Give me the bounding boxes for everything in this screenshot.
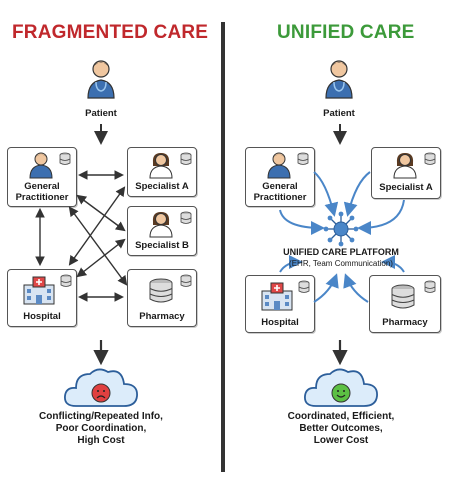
left-specialist-b-node: Specialist B (127, 206, 197, 256)
left-hospital-node: Hospital (7, 269, 77, 327)
database-icon (59, 152, 71, 165)
pharmacy-database-icon (149, 278, 173, 303)
left-specialist-a-label: Specialist A (135, 181, 189, 192)
database-icon (297, 152, 309, 165)
hospital-hub-loop-arrow (279, 255, 303, 273)
platform-title: UNIFIED CARE PLATFORM (283, 247, 399, 257)
right-outcome-line-1: Coordinated, Efficient, (287, 411, 395, 422)
right-hospital-label: Hospital (261, 317, 299, 328)
left-specialist-b-label: Specialist B (135, 240, 189, 251)
left-outcome-line-1: Conflicting/Repeated Info, (39, 411, 163, 422)
database-icon (424, 280, 436, 293)
right-patient-label: Patient (323, 108, 355, 119)
left-pharmacy-node: Pharmacy (127, 269, 197, 327)
left-patient-label: Patient (85, 108, 117, 119)
pharmacy-to-hub-arrow (343, 273, 369, 303)
database-icon (424, 152, 436, 165)
right-outcome-line-3: Lower Cost (313, 435, 369, 446)
specialist-hub-loop-arrow (357, 199, 405, 235)
female-doctor-icon (149, 212, 173, 238)
database-icon (180, 274, 192, 287)
sad-cloud-icon (64, 368, 138, 407)
left-hospital-label: Hospital (23, 311, 61, 322)
female-doctor-icon (149, 153, 173, 179)
right-pharmacy-node: Pharmacy (369, 275, 441, 333)
section-divider (221, 22, 225, 472)
specialist-to-hub-arrow (343, 171, 371, 217)
happy-cloud-icon (304, 368, 378, 407)
unified-care-title: UNIFIED CARE (277, 22, 415, 43)
right-specialist-a-label: Specialist A (379, 182, 433, 193)
left-pharmacy-label: Pharmacy (139, 311, 185, 322)
pharmacy-database-icon (391, 284, 415, 309)
doctor-icon (267, 152, 291, 179)
right-gp-node: General Practitioner (245, 147, 315, 207)
database-icon (298, 280, 310, 293)
right-specialist-a-node: Specialist A (371, 147, 441, 199)
right-outcome-line-2: Better Outcomes, (299, 423, 383, 434)
hospital-icon (261, 282, 293, 311)
platform-subtitle: (EHR, Team Communication) (289, 259, 393, 268)
right-pharmacy-label: Pharmacy (382, 317, 428, 328)
pharmacy-hub-loop-arrow (381, 255, 405, 273)
hospital-to-hub-arrow (313, 273, 339, 303)
female-doctor-icon (393, 153, 417, 179)
left-gp-label-1: General (24, 181, 60, 192)
database-icon (180, 152, 192, 165)
left-outcome-line-3: High Cost (77, 435, 125, 446)
right-hospital-node: Hospital (245, 275, 315, 333)
database-icon (60, 274, 72, 287)
hospital-icon (23, 276, 55, 305)
left-outcome-line-2: Poor Coordination, (55, 423, 147, 434)
right-gp-label-2: Practitioner (253, 192, 307, 203)
database-icon (180, 211, 192, 224)
platform-hub-icon (323, 211, 359, 247)
left-gp-node: General Practitioner (7, 147, 77, 207)
fragmented-care-title: FRAGMENTED CARE (12, 22, 209, 43)
gp-to-hub-arrow (313, 171, 339, 217)
left-specialist-a-node: Specialist A (127, 147, 197, 197)
left-gp-label-2: Practitioner (15, 192, 69, 203)
gp-hub-loop-arrow (279, 209, 325, 235)
patient-icon (325, 60, 353, 99)
right-gp-label-1: General (262, 181, 298, 192)
patient-icon (87, 60, 115, 99)
doctor-icon (29, 152, 53, 179)
specialist-b-hospital-arrow (76, 238, 126, 278)
